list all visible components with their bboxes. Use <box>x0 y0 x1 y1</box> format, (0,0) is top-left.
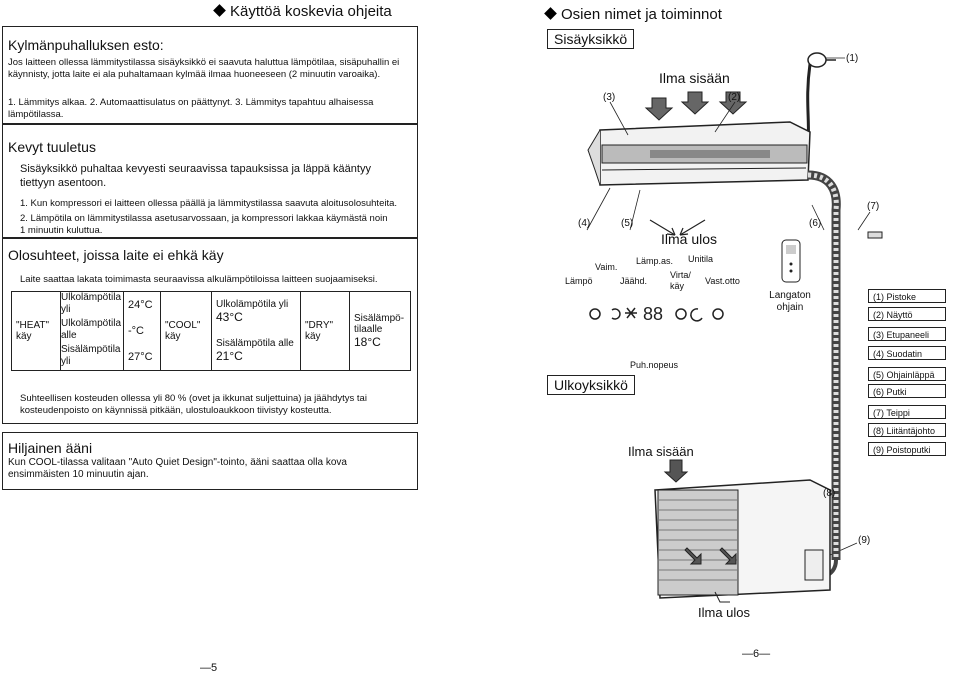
left-page-header: Käyttöä koskevia ohjeita <box>213 3 392 20</box>
cool-values-cell: Ulkolämpötila yli 43°C Sisälämpötila all… <box>211 291 301 371</box>
parts-diagram: 88 <box>586 52 883 603</box>
cool-row-value: 21°C <box>216 349 243 363</box>
plug-icon <box>806 52 836 146</box>
heat-mode-cell: "HEAT" käy <box>11 291 61 371</box>
conditions-table: "HEAT" käy Ulkolämpötila yli Ulkolämpöti… <box>11 291 411 371</box>
heat-row-value: 24°C <box>128 299 153 311</box>
display-label-puh-nopeus: Puh.nopeus <box>630 360 679 370</box>
light-ventilation-box: Kevyt tuuletus Sisäyksikkö puhaltaa kevy… <box>2 124 418 238</box>
heat-labels-cell: Ulkolämpötila yli Ulkolämpötila alle Sis… <box>60 291 124 371</box>
cold-blow-steps: 1. Lämmitys alkaa. 2. Automaattisulatus … <box>8 97 374 120</box>
heat-values-cell: 24°C -°C 27°C <box>123 291 161 371</box>
callout-8: (8) <box>823 488 836 499</box>
callout-5: (5) <box>621 218 634 229</box>
cool-mode-cell: "COOL" käy <box>160 291 212 371</box>
display-label-unitila: Unitila <box>688 254 714 264</box>
remote-control-icon <box>781 239 801 283</box>
legend-item: (5) Ohjainläppä <box>868 367 946 381</box>
heat-row-label: Ulkolämpötila alle <box>61 318 122 341</box>
diamond-bullet-icon <box>213 4 226 17</box>
legend-item: (1) Pistoke <box>868 289 946 303</box>
display-label-vast-otto: Vast.otto <box>705 276 740 286</box>
heat-row-label: Ulkolämpötila yli <box>61 292 122 315</box>
cool-row-label: Sisälämpötila alle <box>216 338 294 349</box>
indoor-unit-drawing <box>587 121 811 186</box>
left-page-number: —5 <box>200 662 218 674</box>
light-ventilation-intro: Sisäyksikkö puhaltaa kevyesti seuraaviss… <box>20 163 371 189</box>
quiet-sound-text: Kun COOL-tilassa valitaan "Auto Quiet De… <box>8 457 347 480</box>
display-label-jaahd: Jäähd. <box>620 276 648 286</box>
legend-item: (6) Putki <box>868 384 946 398</box>
right-page-header: Osien nimet ja toiminnot <box>544 6 722 23</box>
callout-2: (2) <box>728 92 741 103</box>
display-label-lamp-as: Lämp.as. <box>636 256 674 266</box>
light-ventilation-title: Kevyt tuuletus <box>8 139 96 155</box>
heat-row-label: Sisälämpötila yli <box>61 344 121 367</box>
conditions-footer: Suhteellisen kosteuden ollessa yli 80 % … <box>20 393 367 416</box>
air-in-outdoor-label: Ilma sisään <box>628 444 694 459</box>
dry-values-cell: Sisälämpö-tilaalle 18°C <box>349 291 411 371</box>
light-ventilation-item2: 2. Lämpötila on lämmitystilassa asetusar… <box>20 213 388 236</box>
air-out-arrows <box>649 219 706 236</box>
air-out-outdoor-label: Ilma ulos <box>698 605 751 620</box>
conditions-intro: Laite saattaa lakata toimimasta seuraavi… <box>20 274 378 285</box>
remote-label: Langaton ohjain <box>769 290 811 313</box>
legend-item: (8) Liitäntäjohto <box>868 423 946 437</box>
cool-row: Ulkolämpötila yli 43°C <box>216 299 296 324</box>
cold-blow-text: Jos laitteen ollessa lämmitystilassa sis… <box>8 57 400 80</box>
outdoor-air-arrows <box>663 459 737 603</box>
cold-blow-box: Kylmänpuhalluksen esto: Jos laitteen oll… <box>2 26 418 124</box>
dry-label: Sisälämpö-tilaalle <box>354 313 405 335</box>
outdoor-unit-drawing <box>654 479 831 599</box>
air-out-label: Ilma ulos <box>661 231 718 247</box>
callout-6: (6) <box>809 218 822 229</box>
heat-row-value: 27°C <box>128 351 153 363</box>
legend-item: (3) Etupaneeli <box>868 327 946 341</box>
dry-value: 18°C <box>354 335 381 349</box>
display-label-lampo: Lämpö <box>565 276 593 286</box>
callout-4: (4) <box>578 218 591 229</box>
heat-row-value: -°C <box>128 325 145 337</box>
quiet-sound-title: Hiljainen ääni <box>8 440 93 456</box>
display-panel: 88 <box>589 304 724 324</box>
conditions-title: Olosuhteet, joissa laite ei ehkä käy <box>8 247 224 263</box>
air-in-arrows <box>644 91 748 121</box>
callout-1: (1) <box>846 53 859 64</box>
quiet-sound-box: Hiljainen ääni Kun COOL-tilassa valitaan… <box>2 432 418 490</box>
conditions-box: Olosuhteet, joissa laite ei ehkä käy Lai… <box>2 238 418 424</box>
svg-text:88: 88 <box>643 304 663 324</box>
callout-7: (7) <box>867 201 880 212</box>
outdoor-unit-label: Ulkoyksikkö <box>547 375 635 395</box>
light-ventilation-item1: 1. Kun kompressori ei laitteen ollessa p… <box>20 198 398 209</box>
legend-item: (2) Näyttö <box>868 307 946 321</box>
legend-item: (4) Suodatin <box>868 346 946 360</box>
callout-9: (9) <box>858 535 871 546</box>
display-label-vaim: Vaim. <box>595 262 618 272</box>
cool-row-value: 43°C <box>216 310 243 324</box>
display-label-virta: Virta/ käy <box>670 270 691 291</box>
diamond-bullet-icon <box>544 7 557 20</box>
cool-row-label: Ulkolämpötila yli <box>216 299 289 310</box>
legend-item: (7) Teippi <box>868 405 946 419</box>
cold-blow-title: Kylmänpuhalluksen esto: <box>8 37 164 53</box>
indoor-unit-label: Sisäyksikkö <box>547 29 635 49</box>
right-page-number: —6— <box>742 648 771 660</box>
legend-item: (9) Poistoputki <box>868 442 946 456</box>
callout-3: (3) <box>603 92 616 103</box>
cool-row: Sisälämpötila alle 21°C <box>216 338 296 363</box>
air-in-top-label: Ilma sisään <box>659 70 730 86</box>
dry-mode-cell: "DRY" käy <box>300 291 350 371</box>
